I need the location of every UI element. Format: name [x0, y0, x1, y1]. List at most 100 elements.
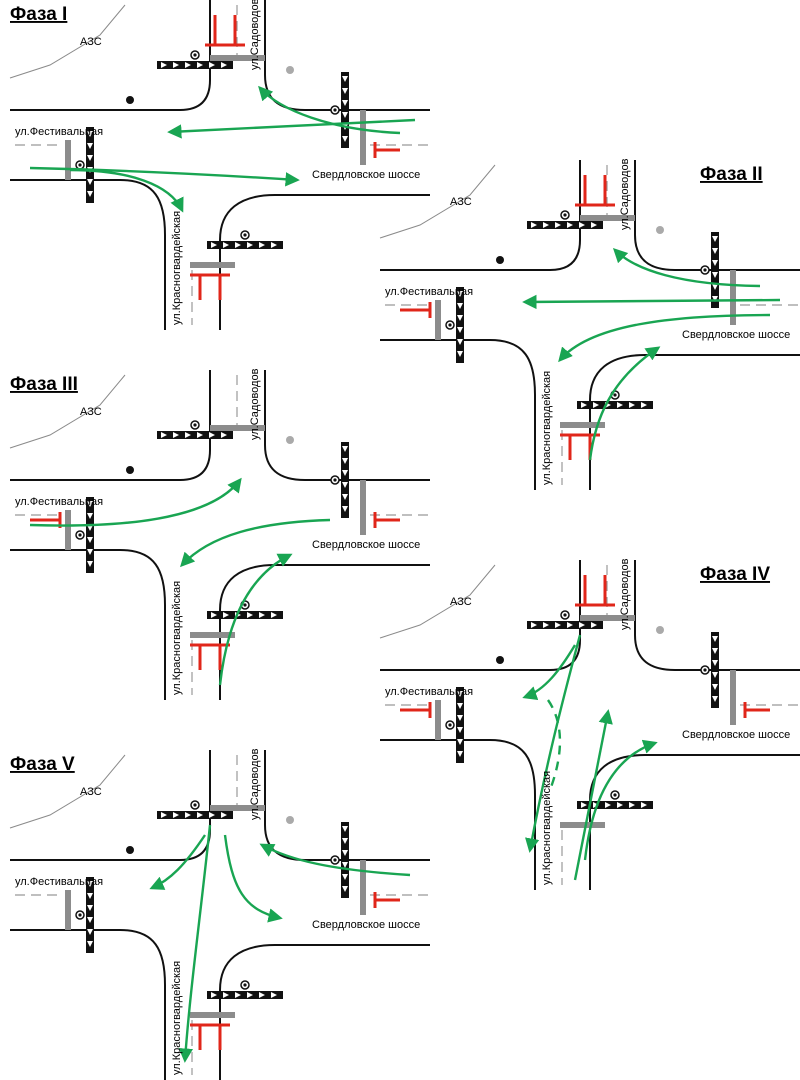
- street-label-sadovodov: ул.Садоводов: [249, 748, 261, 820]
- road-edge-nw: [380, 160, 581, 271]
- stop-line-north: [580, 615, 635, 621]
- traffic-light-east: [330, 442, 349, 518]
- pedestrian-flow-arrow: [547, 699, 562, 791]
- traffic-light-south: [207, 980, 283, 999]
- street-label-festivalnaya: ул.Фестивальная: [15, 876, 103, 888]
- stop-line-south: [560, 422, 605, 428]
- traffic-light-west: [75, 497, 94, 573]
- traffic-flow-arrow: [167, 118, 416, 139]
- stop-line-south: [190, 262, 235, 268]
- traffic-light-south: [207, 230, 283, 249]
- stop-line-west: [65, 140, 71, 180]
- azs-boundary: [379, 164, 496, 239]
- street-label-sverdlovskoe: Свердловское шоссе: [682, 729, 790, 741]
- street-label-krasnogvardeyskaya: ул.Красногвардейская: [171, 211, 183, 325]
- no-movement-marker-south: [190, 273, 230, 300]
- stop-line-east: [360, 860, 366, 915]
- road-edge-sw: [380, 339, 536, 490]
- traffic-flow-arrow: [259, 843, 411, 877]
- traffic-light-west: [445, 687, 464, 763]
- traffic-flow-arrow: [149, 834, 206, 890]
- street-label-festivalnaya: ул.Фестивальная: [15, 496, 103, 508]
- marker-dot: [496, 256, 504, 264]
- road-edge-ne: [264, 370, 430, 481]
- stop-line-west: [65, 510, 71, 550]
- no-movement-marker-north: [205, 15, 245, 47]
- stop-line-west: [435, 700, 441, 740]
- no-movement-marker-east: [373, 142, 400, 158]
- traffic-flow-arrow: [612, 247, 761, 288]
- marker-dot: [126, 466, 134, 474]
- traffic-flow-arrow: [178, 824, 212, 1063]
- phase-title: Фаза II: [700, 164, 763, 185]
- stop-line-east: [360, 480, 366, 535]
- road-edge-se: [219, 194, 430, 330]
- traffic-flow-arrow: [218, 553, 293, 686]
- azs-boundary: [9, 374, 126, 449]
- traffic-light-north: [157, 50, 233, 69]
- stop-line-north: [210, 805, 265, 811]
- road-edge-se: [219, 564, 430, 700]
- street-label-sverdlovskoe: Свердловское шоссе: [682, 329, 790, 341]
- stop-line-west: [65, 890, 71, 930]
- road-edge-nw: [380, 560, 581, 671]
- street-label-festivalnaya: ул.Фестивальная: [385, 286, 473, 298]
- traffic-flow-arrow: [573, 709, 613, 881]
- traffic-light-north: [157, 420, 233, 439]
- stop-line-south: [190, 1012, 235, 1018]
- road-edge-nw: [10, 0, 211, 111]
- azs-label: АЗС: [450, 196, 472, 208]
- street-label-sverdlovskoe: Свердловское шоссе: [312, 919, 420, 931]
- street-label-sadovodov: ул.Садоводов: [619, 558, 631, 630]
- traffic-light-east: [700, 232, 719, 308]
- stop-line-south: [190, 632, 235, 638]
- traffic-light-west: [445, 287, 464, 363]
- no-movement-marker-east: [373, 892, 400, 908]
- traffic-flow-arrow: [588, 346, 661, 461]
- marker-dot: [656, 226, 664, 234]
- traffic-light-south: [207, 600, 283, 619]
- road-edge-nw: [10, 370, 211, 481]
- azs-label: АЗС: [80, 36, 102, 48]
- marker-dot: [126, 846, 134, 854]
- traffic-flow-arrow: [180, 518, 331, 568]
- phase-title: Фаза III: [10, 374, 78, 395]
- stop-line-north: [580, 215, 635, 221]
- street-label-krasnogvardeyskaya: ул.Красногвардейская: [541, 771, 553, 885]
- traffic-light-south: [577, 790, 653, 809]
- traffic-flow-arrow: [522, 294, 781, 310]
- traffic-flow-arrow: [29, 166, 300, 187]
- street-label-sadovodov: ул.Садоводов: [249, 0, 261, 70]
- street-label-sverdlovskoe: Свердловское шоссе: [312, 539, 420, 551]
- phase-title: Фаза IV: [700, 564, 770, 585]
- traffic-light-north: [527, 210, 603, 229]
- azs-boundary: [379, 564, 496, 639]
- no-movement-marker-south: [190, 643, 230, 670]
- azs-label: АЗС: [80, 786, 102, 798]
- road-edge-se: [219, 944, 430, 1080]
- road-edge-se: [589, 354, 800, 490]
- phase-title: Фаза I: [10, 4, 67, 25]
- stop-line-north: [210, 55, 265, 61]
- road-edge-sw: [10, 179, 166, 330]
- traffic-flow-arrow: [525, 634, 582, 853]
- stop-line-east: [360, 110, 366, 165]
- marker-dot: [656, 626, 664, 634]
- road-edge-ne: [634, 160, 800, 271]
- traffic-light-east: [330, 822, 349, 898]
- marker-dot: [286, 816, 294, 824]
- street-label-krasnogvardeyskaya: ул.Красногвардейская: [171, 961, 183, 1075]
- traffic-light-north: [527, 610, 603, 629]
- stop-line-east: [730, 270, 736, 325]
- no-movement-marker-north: [575, 175, 615, 207]
- stop-line-east: [730, 670, 736, 725]
- azs-label: АЗС: [450, 596, 472, 608]
- road-edge-sw: [10, 549, 166, 700]
- azs-boundary: [9, 4, 126, 79]
- traffic-light-west: [75, 127, 94, 203]
- road-edge-sw: [10, 929, 166, 1080]
- no-movement-marker-east: [743, 702, 770, 718]
